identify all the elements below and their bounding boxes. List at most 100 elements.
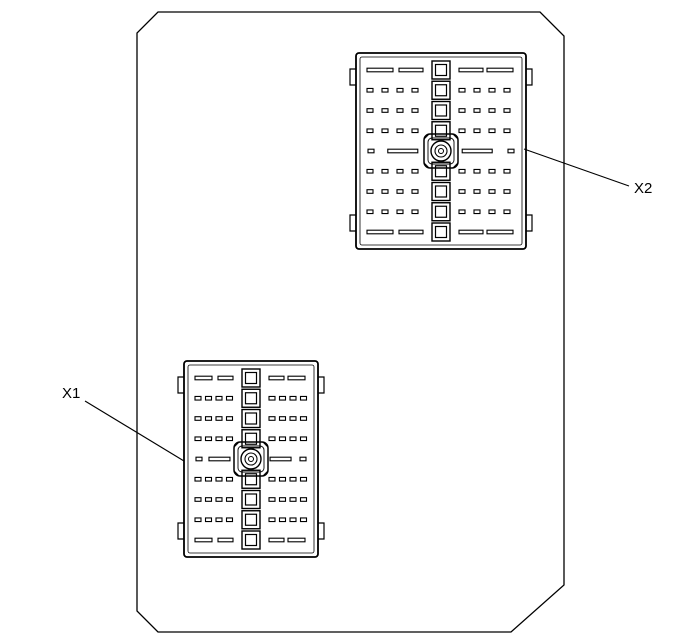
x1-slot (299, 517, 308, 523)
x2-slot (458, 108, 466, 113)
x1-stud-frame-inner (237, 445, 265, 473)
x2-slot-wide-right (486, 67, 514, 73)
x1-slot (278, 476, 287, 482)
x2-slot (473, 128, 481, 134)
x2-stud-corner (452, 133, 459, 140)
x2-cavity-inner (434, 124, 448, 137)
x1-cavity-inner (244, 432, 258, 445)
x2-stud-corner (423, 133, 430, 140)
x1-cavity (241, 388, 261, 408)
x2-slot (396, 128, 404, 134)
x1-slot (204, 416, 213, 421)
x2-slot (507, 148, 515, 154)
x1-cavity (241, 489, 261, 510)
x2-cavity-inner (434, 84, 448, 97)
x2-slot (396, 168, 404, 174)
housing-outline (136, 11, 565, 633)
x2-slot (366, 128, 374, 134)
x1-slot (194, 416, 202, 421)
x2-slot (503, 168, 511, 174)
x1-slot (194, 497, 202, 502)
x1-slot (225, 436, 234, 442)
x2-slot (488, 209, 496, 215)
x1-slot-wide-right (268, 537, 285, 543)
x2-slot (411, 209, 419, 215)
x1-slot (299, 456, 307, 462)
x2-latch-left-0 (349, 68, 356, 86)
x2-slot (458, 128, 466, 134)
x1-slot (194, 436, 202, 442)
x1-slot (289, 416, 297, 421)
x2-stud-ring-inner (434, 144, 448, 158)
connector-x2 (349, 52, 533, 250)
x1-cavity-inner (244, 473, 258, 486)
x1-slot (225, 416, 234, 421)
x1-latch-left-0 (177, 376, 184, 394)
x2-slot (411, 189, 419, 194)
x1-cavity-inner (244, 392, 258, 405)
x2-stud-corner (452, 162, 459, 169)
x2-body-rim (359, 56, 523, 246)
x2-stud-frame (423, 133, 459, 169)
x2-cavity (431, 181, 451, 202)
x1-cavity (241, 530, 261, 550)
x1-slot (289, 517, 297, 523)
x1-slot-wide-left (194, 375, 213, 381)
x1-slot (194, 517, 202, 523)
x2-slot (411, 108, 419, 113)
x1-slot (268, 476, 276, 482)
x2-slot (381, 87, 389, 93)
x1-slot-long (208, 456, 231, 462)
x2-cavity (431, 60, 451, 80)
x2-slot (396, 209, 404, 215)
x1-latch-right-1 (318, 522, 325, 540)
x1-slot (289, 497, 297, 502)
x2-slot (366, 209, 374, 215)
x1-slot (194, 395, 202, 401)
leader-line-x2 (523, 148, 630, 187)
x2-slot (458, 209, 466, 215)
x2-slot (473, 168, 481, 174)
x1-stud-frame (233, 441, 269, 477)
x2-slot (381, 168, 389, 174)
x2-slot-wide-left (366, 67, 394, 73)
x2-slot (458, 189, 466, 194)
x2-slot (458, 87, 466, 93)
x1-stud-corner (262, 470, 269, 477)
x1-slot (299, 395, 308, 401)
x1-slot (204, 517, 213, 523)
x1-slot (215, 497, 223, 502)
x1-stud-ring-inner (244, 452, 258, 466)
x1-slot (299, 497, 308, 502)
x1-slot (268, 395, 276, 401)
x1-slot (278, 395, 287, 401)
x1-slot (215, 517, 223, 523)
x1-slot (278, 416, 287, 421)
x2-cavity (431, 161, 451, 181)
callout-label-x1: X1 (62, 385, 81, 402)
x2-cavity-inner (434, 225, 448, 239)
x1-cavity-inner (244, 412, 258, 425)
x2-slot (381, 128, 389, 134)
x1-slot (215, 416, 223, 421)
x1-slot (204, 395, 213, 401)
x2-slot (381, 108, 389, 113)
x1-slot (278, 517, 287, 523)
x1-slot-wide-right (287, 537, 306, 543)
x2-stud-corner (423, 162, 430, 169)
x1-slot (278, 497, 287, 502)
x2-slot (411, 87, 419, 93)
x2-slot-long (387, 148, 419, 154)
x2-slot (488, 189, 496, 194)
x2-slot-wide-right (458, 229, 484, 235)
x1-slot (289, 476, 297, 482)
x2-slot-wide-left (366, 229, 394, 235)
x2-cavity-inner (434, 185, 448, 198)
x2-latch-right-0 (526, 68, 533, 86)
x2-cavity (431, 100, 451, 121)
x1-latch-left-1 (177, 522, 184, 540)
x2-latch-right-1 (526, 214, 533, 232)
x2-slot (473, 87, 481, 93)
leader-line-x1 (84, 400, 185, 462)
x1-slot-wide-right (287, 375, 306, 381)
